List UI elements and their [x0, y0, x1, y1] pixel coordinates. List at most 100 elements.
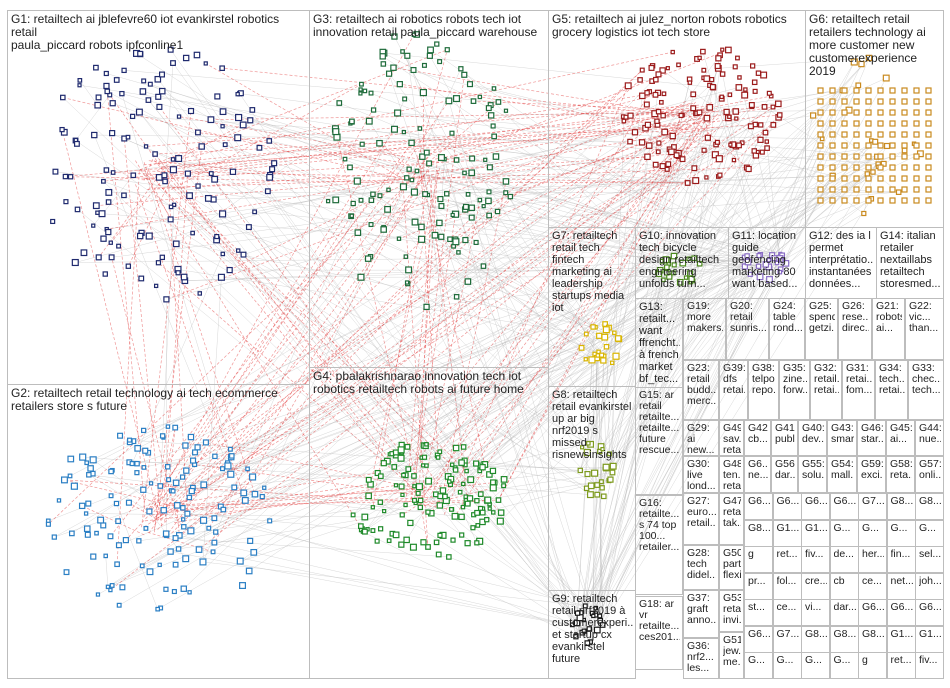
- node-g3: [365, 117, 373, 125]
- node-g1: [77, 78, 83, 83]
- node-g1: [136, 232, 144, 240]
- node-g1: [74, 206, 81, 213]
- node-g6: [861, 210, 867, 217]
- node-g3: [462, 236, 469, 244]
- node-g5: [690, 105, 697, 112]
- tiny-group-label: cb: [833, 575, 845, 587]
- tiny-group-label: G...: [748, 655, 765, 666]
- node-g5: [639, 67, 645, 73]
- edge-highlight: [154, 69, 643, 518]
- node-g4: [399, 512, 405, 518]
- node-g3: [410, 188, 418, 196]
- node-g5: [654, 118, 660, 124]
- edge: [108, 201, 603, 489]
- tiny-group-box: G8...: [801, 625, 830, 653]
- node-g1: [176, 114, 182, 119]
- node-g6: [865, 164, 872, 171]
- node-g2: [60, 476, 68, 484]
- edge: [54, 483, 152, 538]
- node-g8: [583, 448, 591, 457]
- node-g3: [391, 125, 398, 133]
- node-g6: [889, 98, 896, 105]
- node-g5: [661, 128, 669, 136]
- node-g3: [437, 154, 445, 162]
- group-box-g6x: G6... ne...: [744, 456, 771, 493]
- node-g1: [156, 103, 163, 110]
- node-g2: [134, 444, 142, 452]
- node-g2: [119, 584, 126, 591]
- edge-highlight: [423, 92, 425, 178]
- node-g4: [401, 472, 406, 478]
- node-g5: [621, 118, 627, 124]
- edge-highlight: [103, 106, 704, 182]
- node-g6: [850, 58, 858, 66]
- tiny-group-box: G8...: [829, 625, 859, 653]
- node-g4: [491, 510, 496, 515]
- edge: [178, 479, 611, 550]
- node-g4: [451, 512, 459, 520]
- node-g5: [684, 180, 691, 186]
- edge: [589, 140, 872, 630]
- edge: [595, 255, 748, 328]
- node-g3: [477, 197, 483, 203]
- edge: [446, 175, 833, 195]
- group-box-g5: G5: retailtech ai julez_norton robots ro…: [548, 10, 806, 228]
- node-g3: [325, 198, 331, 204]
- edge: [503, 57, 870, 480]
- node-g5: [764, 139, 770, 144]
- edge: [106, 73, 777, 264]
- edge-highlight: [421, 199, 481, 499]
- node-g1: [152, 151, 158, 157]
- edge: [175, 537, 449, 558]
- edge-highlight: [405, 164, 438, 505]
- edge: [249, 277, 687, 572]
- node-g6: [841, 98, 848, 105]
- node-g5: [711, 151, 719, 159]
- node-g6: [841, 109, 848, 116]
- node-g4: [361, 513, 369, 521]
- tiny-group-label: g: [862, 655, 868, 666]
- node-g6: [913, 142, 920, 149]
- node-g2: [136, 538, 142, 544]
- node-g2: [134, 460, 140, 467]
- group-box-g31: G31: retai... fom...: [842, 360, 875, 420]
- node-g2: [163, 586, 169, 592]
- edge: [93, 175, 134, 226]
- node-g2: [182, 442, 189, 449]
- node-g3: [419, 88, 427, 97]
- node-g6: [925, 186, 932, 193]
- node-g2: [186, 494, 193, 501]
- node-g2: [227, 446, 233, 452]
- node-g10: [686, 256, 691, 262]
- node-g5: [660, 112, 666, 119]
- node-g5: [719, 71, 726, 77]
- node-g2: [140, 486, 147, 493]
- node-g1: [141, 78, 147, 84]
- node-g3: [402, 96, 408, 102]
- node-g2: [84, 531, 91, 538]
- node-g1: [264, 188, 271, 195]
- node-g2: [251, 490, 259, 498]
- node-g2: [202, 439, 209, 446]
- node-g3: [370, 107, 377, 113]
- edge: [590, 94, 694, 642]
- node-g6: [853, 186, 860, 193]
- node-g5: [655, 149, 661, 155]
- tiny-group-label: G8...: [805, 628, 827, 640]
- edge-highlight: [416, 154, 486, 465]
- node-g5: [751, 79, 758, 86]
- node-g3: [410, 67, 417, 74]
- node-g11: [744, 253, 750, 259]
- node-g5: [776, 112, 783, 118]
- edge: [124, 138, 605, 357]
- node-g1: [234, 134, 242, 142]
- tiny-group-label: st...: [748, 602, 765, 613]
- node-g3: [436, 219, 443, 227]
- node-g3: [423, 149, 430, 156]
- tiny-group-box: ce...: [858, 572, 887, 600]
- edge: [699, 90, 843, 264]
- node-g5: [743, 87, 748, 92]
- node-g4: [452, 444, 460, 452]
- node-g6: [877, 164, 884, 171]
- node-g5: [638, 139, 646, 146]
